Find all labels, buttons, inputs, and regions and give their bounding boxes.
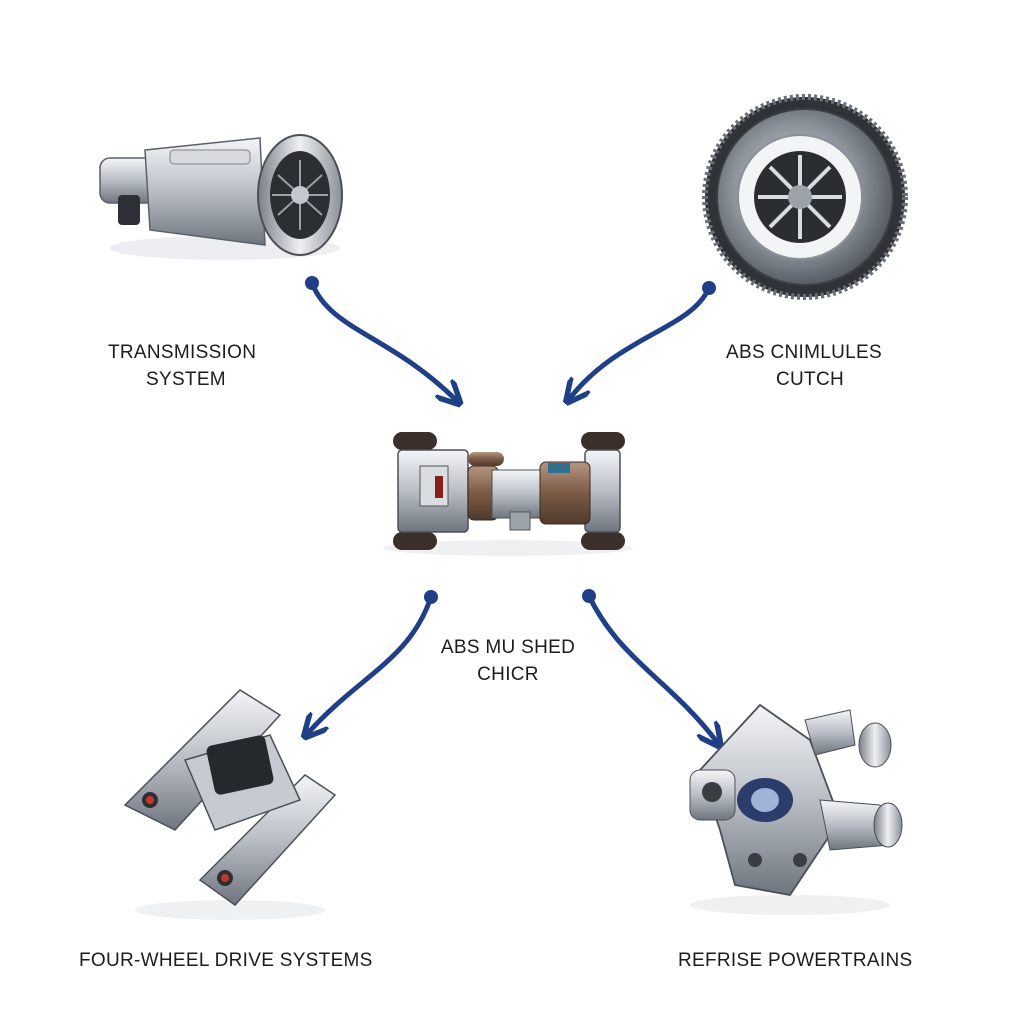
four-wheel-drive-label-line-1: FOUR-WHEEL DRIVE SYSTEMS bbox=[79, 950, 373, 971]
center-label: ABS MU SHED CHICR bbox=[428, 634, 588, 688]
powertrains-label-line-1: REFRISE POWERTRAINS bbox=[678, 950, 913, 971]
clutch-icon bbox=[702, 94, 908, 300]
center-label-line-2: CHICR bbox=[477, 664, 539, 685]
clutch-label: ABS CNIMLULES CUTCH bbox=[726, 339, 882, 393]
transmission-icon bbox=[99, 134, 343, 260]
arrow-transmission-to-center bbox=[305, 276, 456, 400]
bracket-icon bbox=[123, 689, 337, 920]
clutch-label-line-1: ABS CNIMLULES bbox=[726, 342, 882, 363]
center-label-line-1: ABS MU SHED bbox=[440, 637, 576, 658]
arrow-center-to-four-wheel-drive bbox=[308, 590, 438, 733]
transmission-label: TRANSMISSION SYSTEM bbox=[108, 339, 256, 393]
clutch-label-line-2: CUTCH bbox=[776, 369, 844, 390]
four-wheel-drive-label: FOUR-WHEEL DRIVE SYSTEMS bbox=[79, 947, 373, 974]
drivetrain-assembly-icon bbox=[383, 432, 633, 556]
powertrain-housing-icon bbox=[689, 703, 903, 915]
arrow-center-to-powertrains bbox=[582, 589, 717, 742]
transmission-label-line-1: TRANSMISSION bbox=[108, 342, 257, 363]
arrow-clutch-to-center bbox=[570, 281, 716, 398]
transmission-label-line-2: SYSTEM bbox=[146, 369, 226, 390]
powertrains-label: REFRISE POWERTRAINS bbox=[678, 947, 912, 974]
